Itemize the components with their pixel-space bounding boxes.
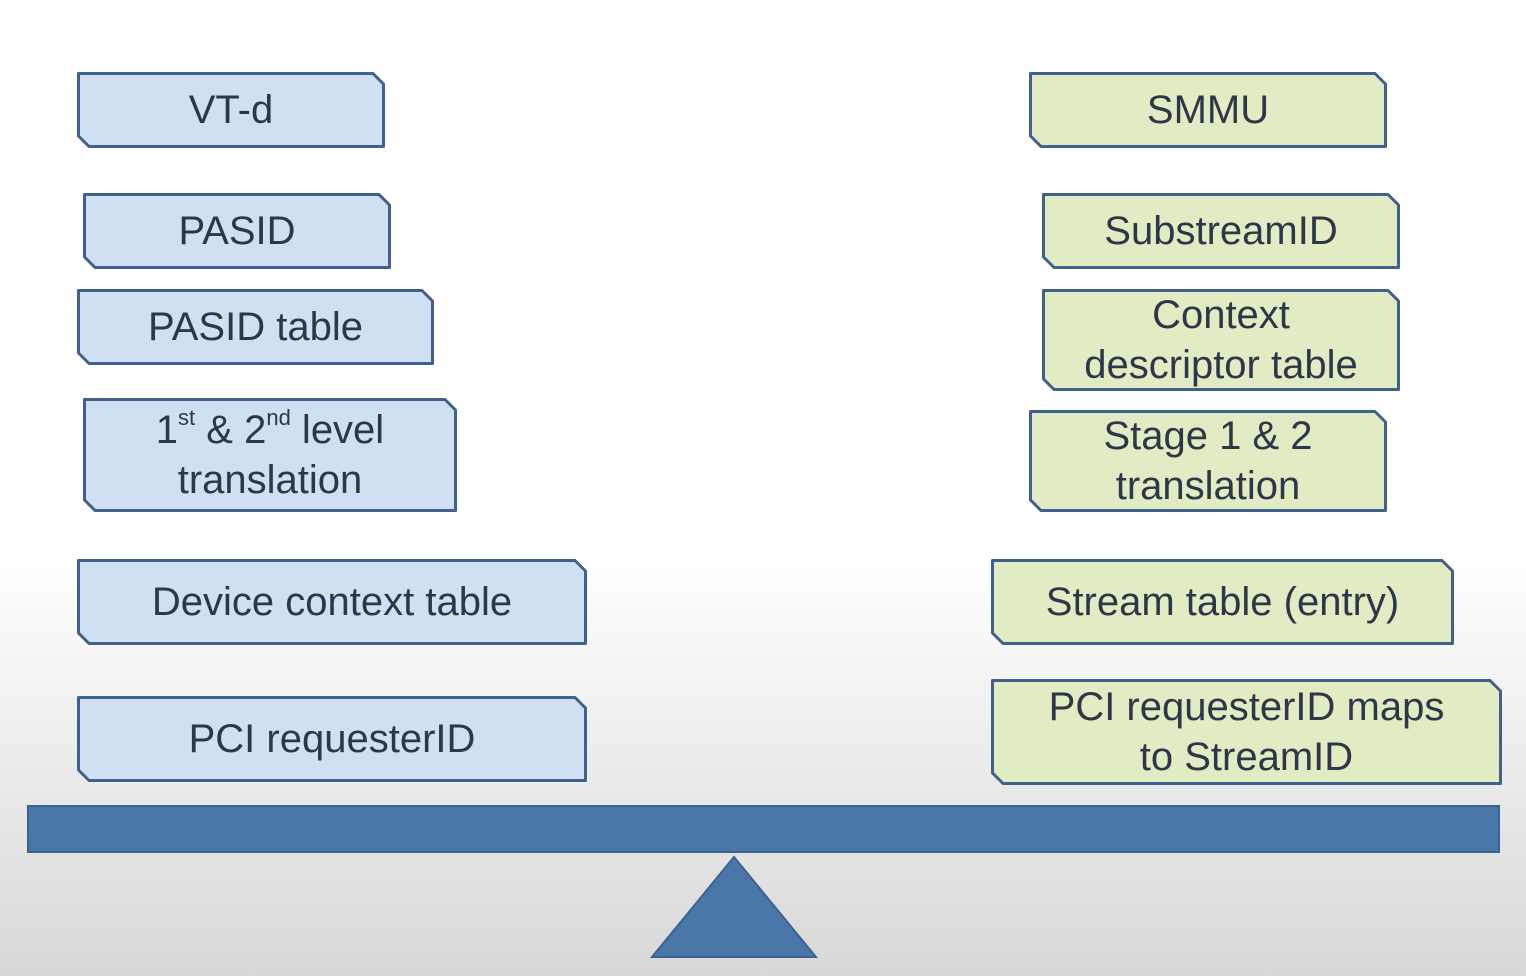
box-outline [1042, 193, 1400, 269]
stage-translation-line2: translation [1115, 464, 1301, 508]
context-descriptor-table-box: Context descriptor table [1042, 289, 1400, 391]
pci-streamid-map-line2: to StreamID [1139, 735, 1354, 779]
pci-streamid-map-box: PCI requesterID maps to StreamID [991, 679, 1502, 785]
substreamid-label: SubstreamID [1104, 209, 1338, 253]
vtd-label: VT-d [188, 88, 274, 132]
pasid-table-box: PASID table [77, 289, 434, 365]
stage-translation-box-shape [1029, 410, 1387, 512]
and-second-number: & 2 [195, 408, 267, 452]
box-outline [77, 559, 587, 645]
stage-translation-label: Stage 1 & 2 translation [1097, 411, 1318, 511]
smmu-box-shape [1029, 72, 1387, 148]
context-descriptor-line2: descriptor table [1084, 343, 1358, 387]
context-descriptor-table-label: Context descriptor table [1078, 290, 1363, 390]
pasid-label: PASID [178, 209, 296, 253]
pci-streamid-map-box-shape [991, 679, 1502, 785]
device-context-table-box: Device context table [77, 559, 587, 645]
pci-streamid-map-line1: PCI requesterID maps [1048, 685, 1445, 729]
box-outline [83, 193, 391, 269]
context-descriptor-line1: Context [1152, 293, 1290, 337]
smmu-label: SMMU [1146, 88, 1270, 132]
first-ordinal-suffix: st [178, 404, 196, 430]
box-outline [991, 559, 1454, 645]
vtd-box: VT-d [77, 72, 385, 148]
device-context-table-box-shape [77, 559, 587, 645]
stream-table-box-shape [991, 559, 1454, 645]
stage-translation-box: Stage 1 & 2 translation [1029, 410, 1387, 512]
box-outline [77, 289, 434, 365]
first-number: 1 [155, 408, 179, 452]
pci-requesterid-box-shape [77, 696, 587, 782]
stream-table-label: Stream table (entry) [1045, 580, 1400, 624]
box-outline [991, 679, 1502, 785]
balance-beam [27, 805, 1500, 853]
device-context-table-label: Device context table [151, 580, 513, 624]
translation-levels-box: 1st & 2nd level translation [83, 398, 457, 512]
pasid-table-box-shape [77, 289, 434, 365]
pci-requesterid-label: PCI requesterID [188, 717, 476, 761]
translation-levels-line1: 1st & 2nd level [156, 405, 384, 455]
pci-requesterid-box: PCI requesterID [77, 696, 587, 782]
box-outline [1029, 72, 1387, 148]
substreamid-box-shape [1042, 193, 1400, 269]
stage-translation-line1: Stage 1 & 2 [1103, 414, 1313, 458]
box-outline [1042, 289, 1400, 391]
pasid-box: PASID [83, 193, 391, 269]
pasid-box-shape [83, 193, 391, 269]
translation-levels-box-shape [83, 398, 457, 512]
box-outline [77, 696, 587, 782]
pci-streamid-map-label: PCI requesterID maps to StreamID [1043, 682, 1451, 782]
fulcrum-triangle [650, 855, 818, 958]
translation-levels-label: 1st & 2nd level translation [150, 405, 390, 505]
level-word: level [290, 408, 385, 452]
translation-levels-line2: translation [177, 458, 363, 502]
vtd-box-shape [77, 72, 385, 148]
second-ordinal-suffix: nd [266, 404, 291, 430]
box-outline [77, 72, 385, 148]
substreamid-box: SubstreamID [1042, 193, 1400, 269]
pasid-table-label: PASID table [148, 305, 363, 349]
context-descriptor-table-box-shape [1042, 289, 1400, 391]
box-outline [83, 398, 457, 512]
smmu-box: SMMU [1029, 72, 1387, 148]
stream-table-box: Stream table (entry) [991, 559, 1454, 645]
box-outline [1029, 410, 1387, 512]
